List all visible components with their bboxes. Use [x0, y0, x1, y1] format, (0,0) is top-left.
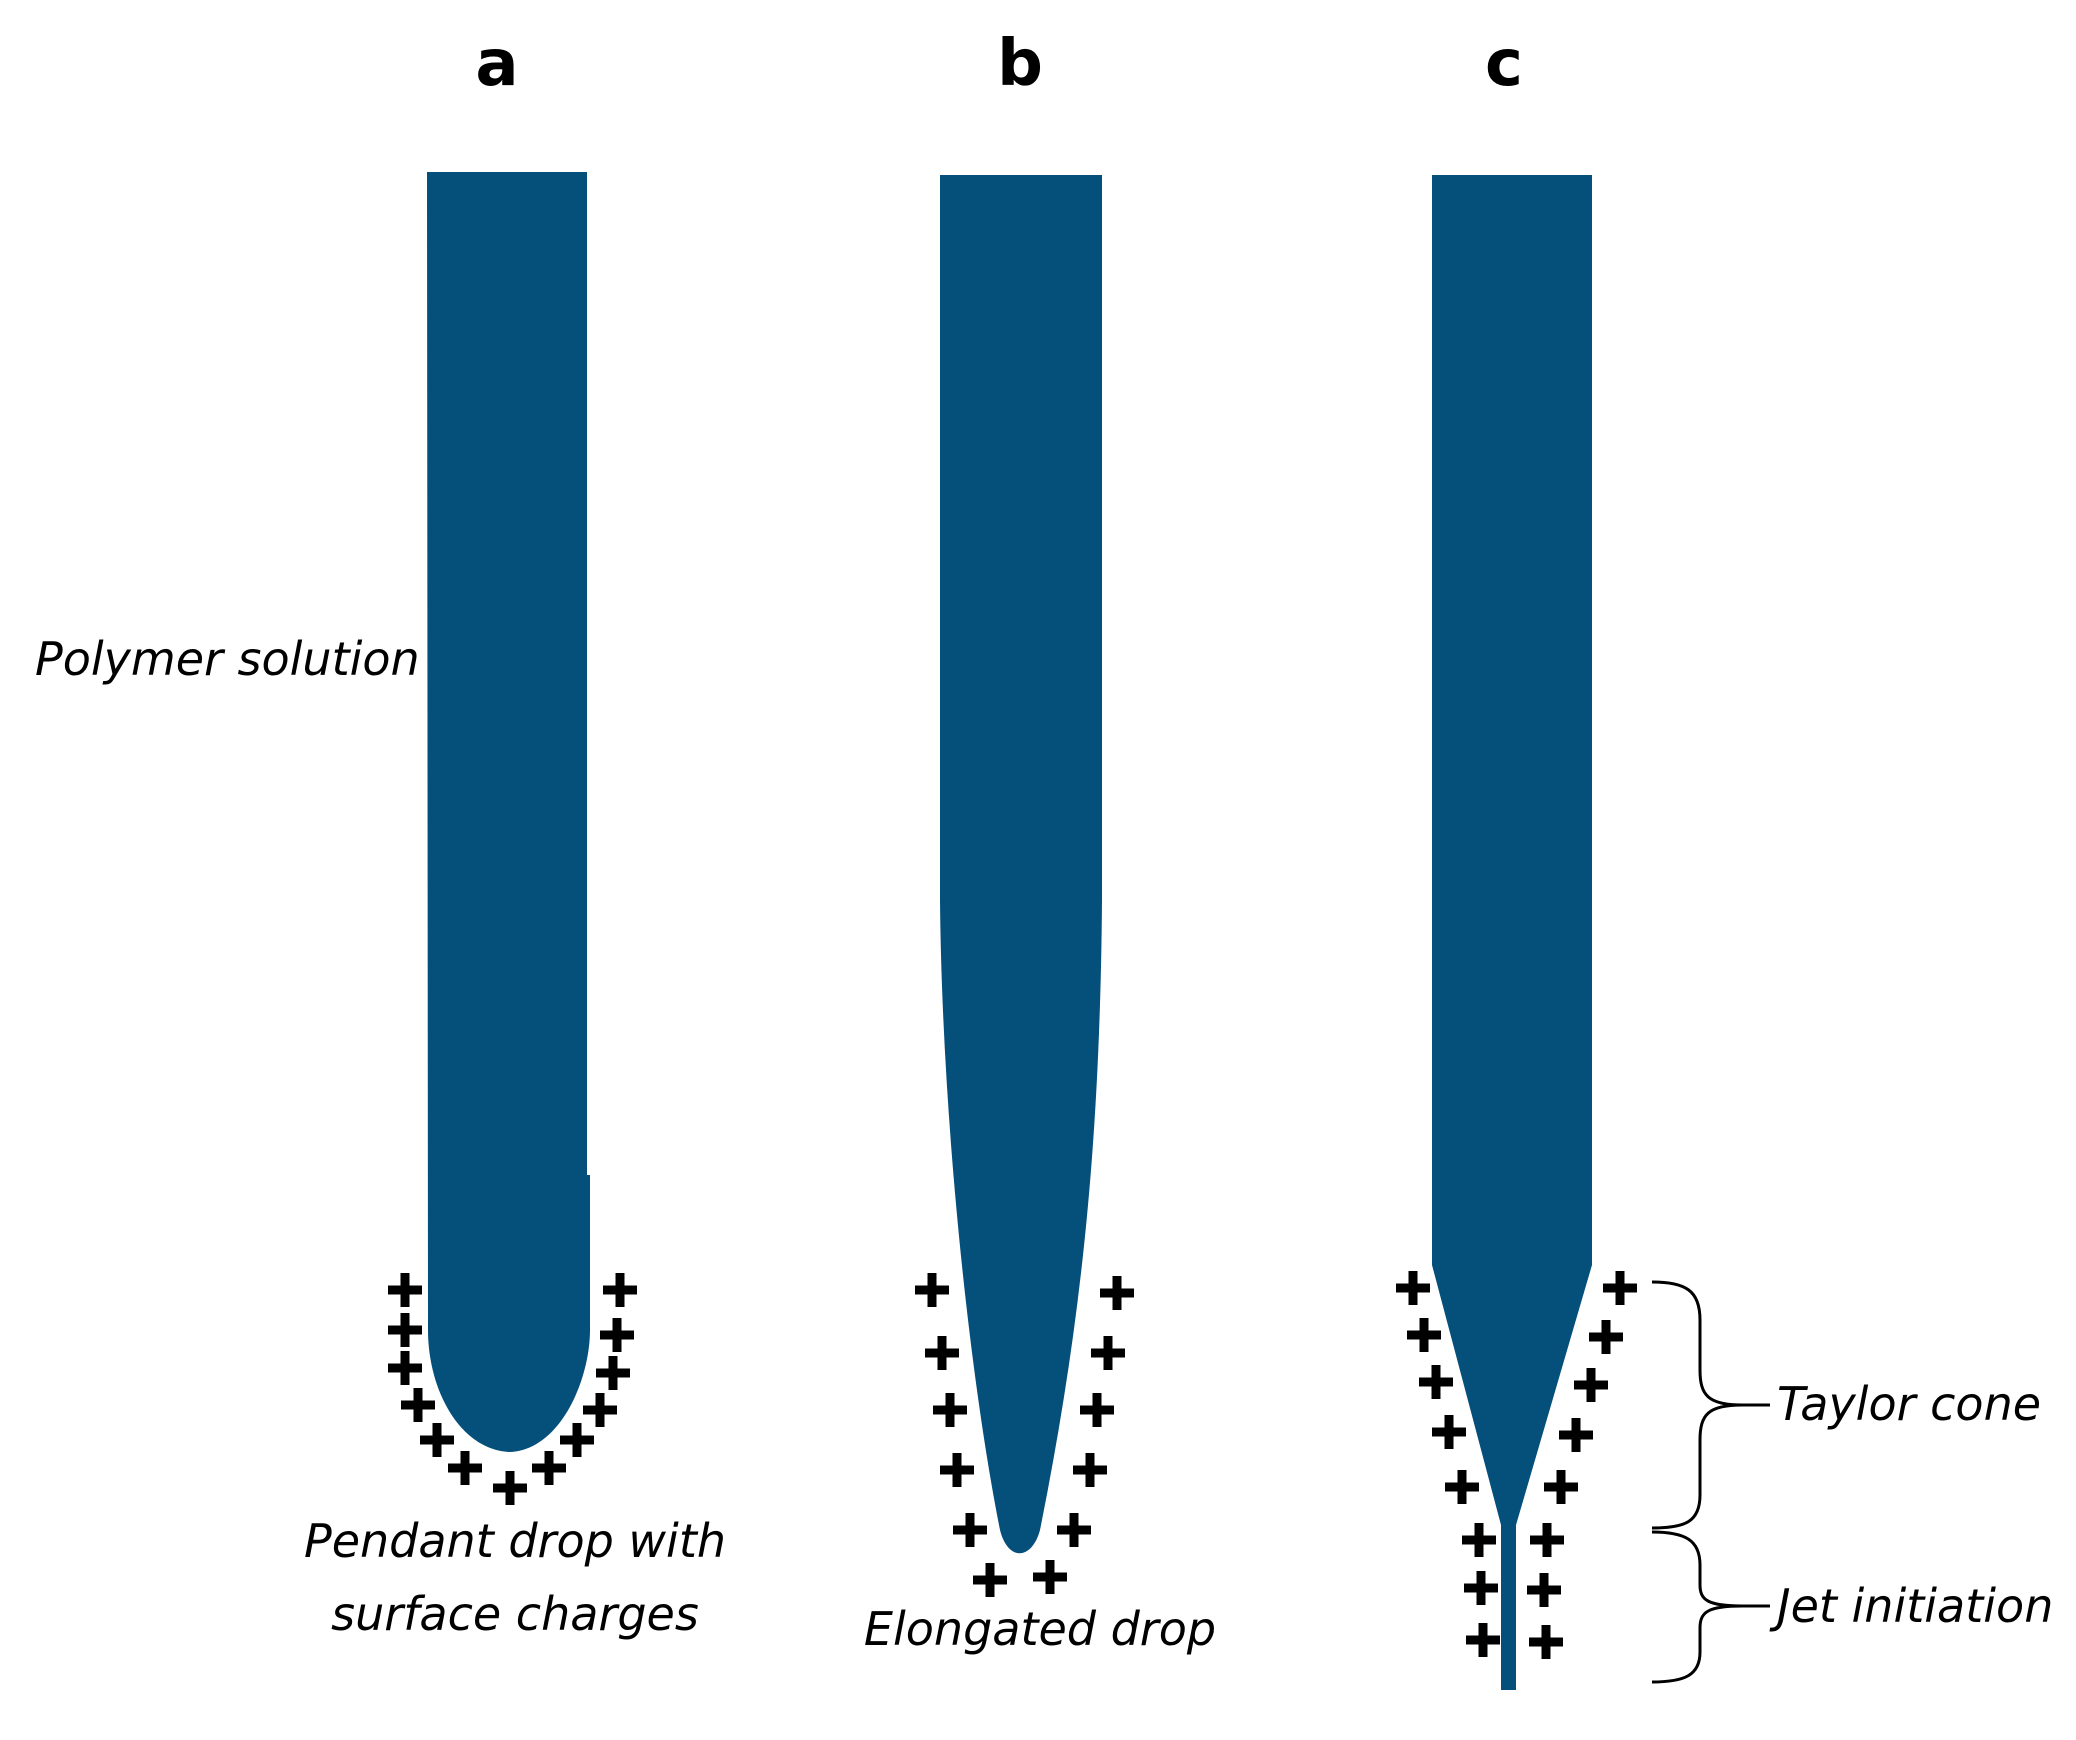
caption-elongated-drop: Elongated drop: [864, 1602, 1216, 1656]
charge-plus-icon: [532, 1451, 566, 1485]
charge-plus-icon: [583, 1393, 617, 1427]
panel-b: [915, 175, 1134, 1597]
charge-plus-icon: [953, 1513, 987, 1547]
charge-plus-icon: [915, 1273, 949, 1307]
taylor-cone-polymer: [1432, 175, 1592, 1690]
panel-c: [1396, 175, 1770, 1690]
charge-plus-icon: [1033, 1560, 1067, 1594]
pendant-drop-polymer: [427, 172, 590, 1452]
charge-plus-icon: [1407, 1318, 1441, 1352]
charge-plus-icon: [1432, 1415, 1466, 1449]
charge-plus-icon: [933, 1393, 967, 1427]
charge-plus-icon: [1589, 1320, 1623, 1354]
charge-plus-icon: [1091, 1336, 1125, 1370]
charge-plus-icon: [1080, 1393, 1114, 1427]
caption-pendant-drop-line1: Pendant drop with: [304, 1514, 726, 1568]
taylor-cone-charges: [1396, 1271, 1637, 1659]
charge-plus-icon: [448, 1451, 482, 1485]
charge-plus-icon: [1544, 1470, 1578, 1504]
caption-jet-initiation: Jet initiation: [1769, 1579, 2053, 1633]
charge-plus-icon: [925, 1336, 959, 1370]
charge-plus-icon: [600, 1318, 634, 1352]
panel-a: [388, 172, 637, 1505]
pendant-drop-charges: [388, 1273, 637, 1505]
charge-plus-icon: [1396, 1271, 1430, 1305]
panel-label-a: a: [475, 27, 518, 101]
charge-plus-icon: [1574, 1368, 1608, 1402]
charge-plus-icon: [1419, 1365, 1453, 1399]
caption-taylor-cone: Taylor cone: [1777, 1377, 2041, 1431]
charge-plus-icon: [1559, 1418, 1593, 1452]
charge-plus-icon: [388, 1273, 422, 1307]
charge-plus-icon: [1530, 1523, 1564, 1557]
panel-label-b: b: [997, 27, 1043, 101]
charge-plus-icon: [401, 1388, 435, 1422]
caption-polymer-solution: Polymer solution: [35, 632, 420, 686]
charge-plus-icon: [1464, 1571, 1498, 1605]
elongated-drop-charges: [915, 1273, 1134, 1597]
charge-plus-icon: [1527, 1573, 1561, 1607]
charge-plus-icon: [1462, 1523, 1496, 1557]
charge-plus-icon: [1100, 1276, 1134, 1310]
charge-plus-icon: [1603, 1271, 1637, 1305]
jet-initiation-brace-icon: [1651, 1530, 1743, 1684]
charge-plus-icon: [388, 1313, 422, 1347]
taylor-cone-brace-icon: [1651, 1280, 1743, 1530]
charge-plus-icon: [1445, 1470, 1479, 1504]
charge-plus-icon: [973, 1563, 1007, 1597]
panel-label-c: c: [1485, 27, 1523, 101]
charge-plus-icon: [1073, 1453, 1107, 1487]
charge-plus-icon: [596, 1356, 630, 1390]
charge-plus-icon: [603, 1273, 637, 1307]
caption-pendant-drop-line2: surface charges: [331, 1587, 699, 1641]
charge-plus-icon: [1057, 1513, 1091, 1547]
charge-plus-icon: [940, 1453, 974, 1487]
charge-plus-icon: [420, 1423, 454, 1457]
charge-plus-icon: [560, 1423, 594, 1457]
charge-plus-icon: [388, 1351, 422, 1385]
elongated-drop-polymer: [940, 175, 1102, 1554]
charge-plus-icon: [1529, 1625, 1563, 1659]
charge-plus-icon: [493, 1471, 527, 1505]
charge-plus-icon: [1466, 1623, 1500, 1657]
